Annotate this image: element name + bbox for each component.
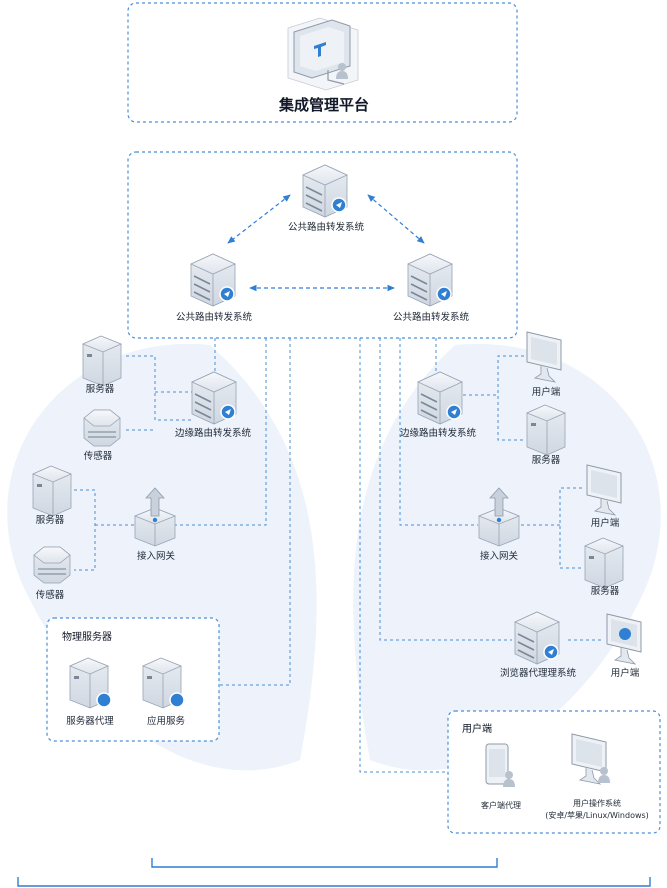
right-server2-label: 服务器: [590, 586, 620, 597]
server-proxy-icon: [69, 657, 112, 709]
physical-server-title: 物理服务器: [62, 632, 112, 643]
monitor-icon: [287, 17, 359, 91]
app-service-icon: [142, 657, 185, 709]
client-box-title: 用户端: [462, 724, 492, 735]
router-icon: [302, 164, 348, 218]
left-gateway-label: 接入网关: [136, 551, 176, 562]
left-sensor1-label: 传感器: [83, 451, 113, 462]
sensor-icon: [33, 546, 71, 584]
sensor-icon: [83, 409, 121, 447]
app-service-label: 应用服务: [146, 716, 186, 727]
platform-box: [127, 2, 518, 123]
right-gateway-label: 接入网关: [479, 551, 519, 562]
monitor-icon: [606, 613, 642, 665]
connection-lines: [74, 338, 604, 773]
right-edge-router-label: 边缘路由转发系统: [399, 428, 477, 439]
left-edge-router-label: 边缘路由转发系统: [174, 428, 252, 439]
client-proxy-label: 客户端代理: [481, 801, 521, 810]
bracket-inner: [151, 858, 498, 868]
background-lens-right: [353, 343, 661, 771]
router-icon: [417, 371, 463, 425]
router-icon: [514, 611, 560, 665]
left-sensor2-label: 传感器: [35, 590, 65, 601]
server-icon: [32, 465, 72, 517]
right-client3-label: 用户端: [610, 668, 640, 679]
right-server1-label: 服务器: [531, 455, 561, 466]
left-server2-label: 服务器: [35, 515, 65, 526]
router-icon: [191, 371, 237, 425]
server-icon: [584, 537, 624, 589]
bracket-outer: [17, 877, 651, 887]
server-icon: [526, 404, 566, 456]
right-router-label: 公共路由转发系统: [392, 312, 470, 323]
phone-icon: [485, 743, 515, 787]
platform-title: 集成管理平台: [278, 96, 370, 114]
os-label-line2: (安卓/苹果/Linux/Windows): [545, 811, 649, 820]
server-icon: [82, 335, 122, 387]
os-label-line1: 用户操作系统: [573, 799, 621, 808]
top-router-label: 公共路由转发系统: [287, 222, 365, 233]
server-proxy-label: 服务器代理: [66, 716, 114, 727]
left-router-label: 公共路由转发系统: [175, 312, 253, 323]
router-icon: [407, 253, 453, 307]
browser-proxy-label: 浏览器代理理系统: [499, 668, 577, 679]
client-box: [447, 710, 661, 834]
physical-server-box: [46, 617, 220, 742]
left-server1-label: 服务器: [85, 384, 115, 395]
right-client1-label: 用户端: [531, 387, 561, 398]
router-icon: [190, 253, 236, 307]
right-client2-label: 用户端: [590, 518, 620, 529]
